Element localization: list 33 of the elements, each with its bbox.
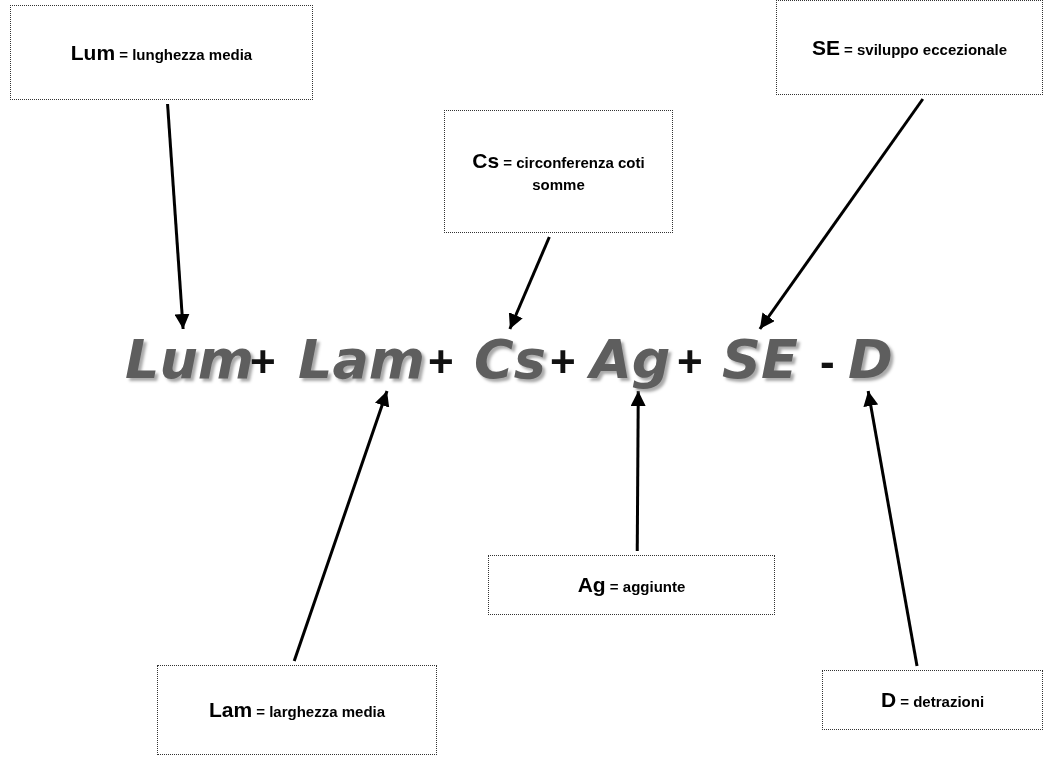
term-symbol: Cs xyxy=(472,149,500,173)
arrow xyxy=(292,390,390,662)
operator-sign: + xyxy=(250,340,276,384)
term-symbol: SE xyxy=(811,35,840,59)
callout-box xyxy=(444,110,673,233)
callout-box xyxy=(822,670,1043,730)
term-definition: = circonferenza coti somme xyxy=(502,154,645,193)
operator-sign: + xyxy=(428,340,454,384)
term-symbol: D xyxy=(880,688,897,712)
callout-box xyxy=(776,0,1043,95)
formula-term: D xyxy=(848,333,893,387)
term-symbol: Lum xyxy=(70,40,116,64)
term-definition: = detrazioni xyxy=(899,693,985,711)
formula-term: Lam xyxy=(298,333,426,387)
term-definition: = larghezza media xyxy=(255,703,386,721)
operator-sign: + xyxy=(550,340,576,384)
term-definition: = aggiunte xyxy=(608,578,686,596)
term-symbol: Ag xyxy=(577,573,606,597)
formula-term: SE xyxy=(722,333,798,387)
term-symbol: Lam xyxy=(208,698,253,722)
callout-box xyxy=(488,555,775,615)
arrow xyxy=(863,390,919,667)
operator-sign: - xyxy=(820,340,835,384)
operator-sign: + xyxy=(677,340,703,384)
formula-term: Cs xyxy=(474,333,546,387)
arrow xyxy=(508,236,551,330)
callout-box xyxy=(157,665,437,755)
callout-box xyxy=(10,5,313,100)
arrow xyxy=(166,103,190,330)
arrow xyxy=(758,98,925,330)
arrow xyxy=(630,391,646,551)
term-definition: = sviluppo eccezionale xyxy=(843,40,1008,58)
term-definition: = lunghezza media xyxy=(118,45,253,63)
